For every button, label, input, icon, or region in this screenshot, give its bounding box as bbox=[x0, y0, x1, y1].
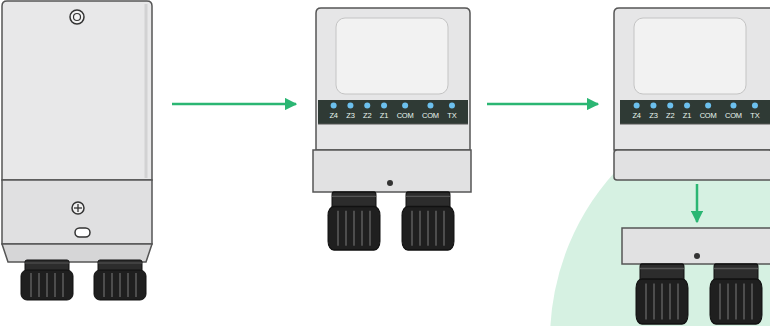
terminal-screw bbox=[684, 103, 690, 109]
terminal-label: COM bbox=[700, 111, 717, 120]
terminal-screw bbox=[381, 103, 387, 109]
terminal-label: Z3 bbox=[649, 111, 657, 120]
terminal-screw bbox=[427, 103, 433, 109]
terminal-label: COM bbox=[422, 111, 439, 120]
terminal-screw bbox=[730, 103, 736, 109]
terminal-label: Z1 bbox=[683, 111, 691, 120]
step-arrow bbox=[172, 103, 296, 106]
separated-enclosure bbox=[614, 8, 770, 324]
terminal-screw bbox=[331, 103, 337, 109]
closed-enclosure bbox=[2, 1, 152, 300]
terminal-screw bbox=[449, 103, 455, 109]
terminal-screw bbox=[364, 103, 370, 109]
terminal-label: Z2 bbox=[666, 111, 674, 120]
open-enclosure bbox=[313, 8, 471, 250]
terminal-screw bbox=[752, 103, 758, 109]
terminal-label: TX bbox=[447, 111, 456, 120]
terminal-label: Z3 bbox=[346, 111, 354, 120]
step-arrow bbox=[487, 103, 598, 106]
terminal-label: TX bbox=[750, 111, 759, 120]
terminal-screw bbox=[650, 103, 656, 109]
terminal-label: COM bbox=[725, 111, 742, 120]
terminal-label: Z1 bbox=[380, 111, 388, 120]
terminal-label: Z2 bbox=[363, 111, 371, 120]
terminal-label: Z4 bbox=[632, 111, 640, 120]
terminal-screw bbox=[347, 103, 353, 109]
terminal-screw bbox=[705, 103, 711, 109]
terminal-screw bbox=[402, 103, 408, 109]
terminal-screw bbox=[667, 103, 673, 109]
terminal-screw bbox=[634, 103, 640, 109]
terminal-label: Z4 bbox=[329, 111, 337, 120]
terminal-label: COM bbox=[397, 111, 414, 120]
